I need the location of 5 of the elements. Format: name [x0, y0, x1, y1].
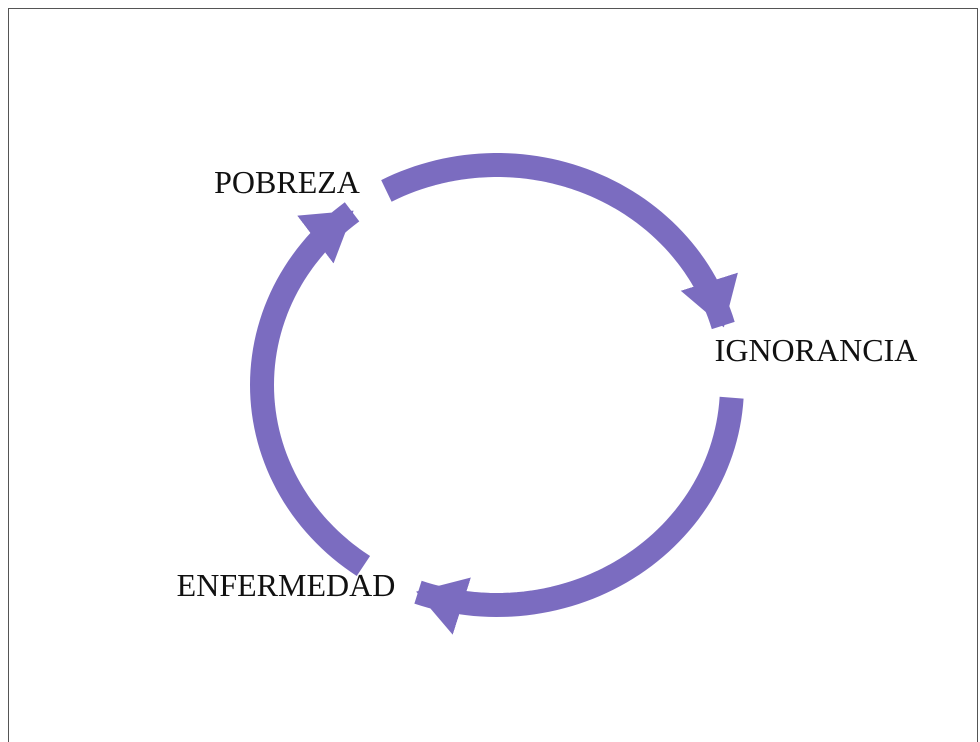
node-label: IGNORANCIA	[693, 330, 939, 370]
cycle-arrow	[380, 153, 738, 332]
node-label: ENFERMEDAD	[153, 565, 419, 605]
node-label: POBREZA	[198, 162, 376, 202]
cycle-arrow	[250, 202, 370, 576]
